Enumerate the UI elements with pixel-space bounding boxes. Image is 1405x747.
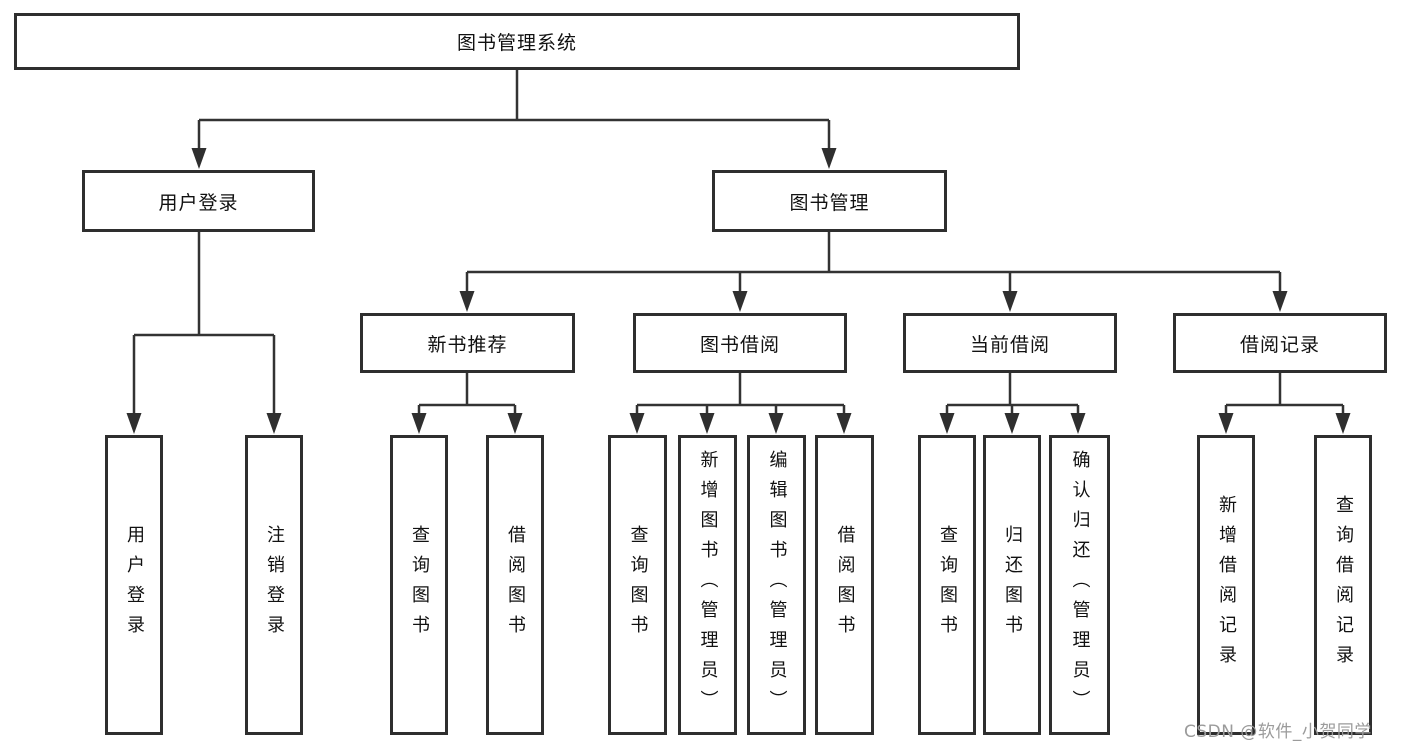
node-borrow-records-label: 借阅记录 <box>1239 333 1320 356</box>
node-book-borrow: 图书借阅 <box>633 313 847 373</box>
node-system-root: 图书管理系统 <box>14 13 1020 70</box>
leaf-borrow-books: 借阅图书 <box>815 435 874 735</box>
node-user-login-label: 用户登录 <box>158 191 239 214</box>
node-new-book-recommend-label: 新书推荐 <box>427 333 508 356</box>
leaf-user-login-label: 用户登录 <box>124 525 145 645</box>
leaf-logout-label: 注销登录 <box>264 525 285 645</box>
leaf-query-borrow-record: 查询借阅记录 <box>1314 435 1372 735</box>
leaf-confirm-return-admin-label: 确认归还（管理员） <box>1069 450 1091 720</box>
node-current-borrow: 当前借阅 <box>903 313 1117 373</box>
node-borrow-records: 借阅记录 <box>1173 313 1387 373</box>
leaf-recommend-query-books: 查询图书 <box>390 435 448 735</box>
leaf-logout: 注销登录 <box>245 435 303 735</box>
leaf-add-books-admin-label: 新增图书（管理员） <box>697 450 719 720</box>
arrowheads <box>126 148 1351 434</box>
leaf-recommend-borrow-books: 借阅图书 <box>486 435 544 735</box>
node-book-management-label: 图书管理 <box>789 191 870 214</box>
leaf-borrow-books-label: 借阅图书 <box>834 525 856 645</box>
leaf-return-books-label: 归还图书 <box>1002 525 1023 645</box>
node-current-borrow-label: 当前借阅 <box>969 333 1050 356</box>
leaf-current-query-books: 查询图书 <box>918 435 976 735</box>
leaf-return-books: 归还图书 <box>983 435 1041 735</box>
leaf-confirm-return-admin: 确认归还（管理员） <box>1049 435 1110 735</box>
leaf-recommend-borrow-books-label: 借阅图书 <box>505 525 526 645</box>
leaf-add-books-admin: 新增图书（管理员） <box>678 435 737 735</box>
leaf-add-borrow-record-label: 新增借阅记录 <box>1216 495 1237 675</box>
node-user-login: 用户登录 <box>82 170 315 232</box>
node-book-management: 图书管理 <box>712 170 947 232</box>
leaf-current-query-books-label: 查询图书 <box>937 525 958 645</box>
leaf-recommend-query-books-label: 查询图书 <box>409 525 430 645</box>
node-new-book-recommend: 新书推荐 <box>360 313 575 373</box>
leaf-borrow-query-books-label: 查询图书 <box>627 525 649 645</box>
node-book-borrow-label: 图书借阅 <box>699 333 780 356</box>
leaf-borrow-query-books: 查询图书 <box>608 435 667 735</box>
leaf-edit-books-admin-label: 编辑图书（管理员） <box>766 450 788 720</box>
leaf-query-borrow-record-label: 查询借阅记录 <box>1333 495 1354 675</box>
leaf-add-borrow-record: 新增借阅记录 <box>1197 435 1255 735</box>
leaf-user-login: 用户登录 <box>105 435 163 735</box>
csdn-watermark: CSDN @软件_小贺同学 <box>1184 722 1372 742</box>
leaf-edit-books-admin: 编辑图书（管理员） <box>747 435 806 735</box>
node-system-root-label: 图书管理系统 <box>456 32 577 54</box>
